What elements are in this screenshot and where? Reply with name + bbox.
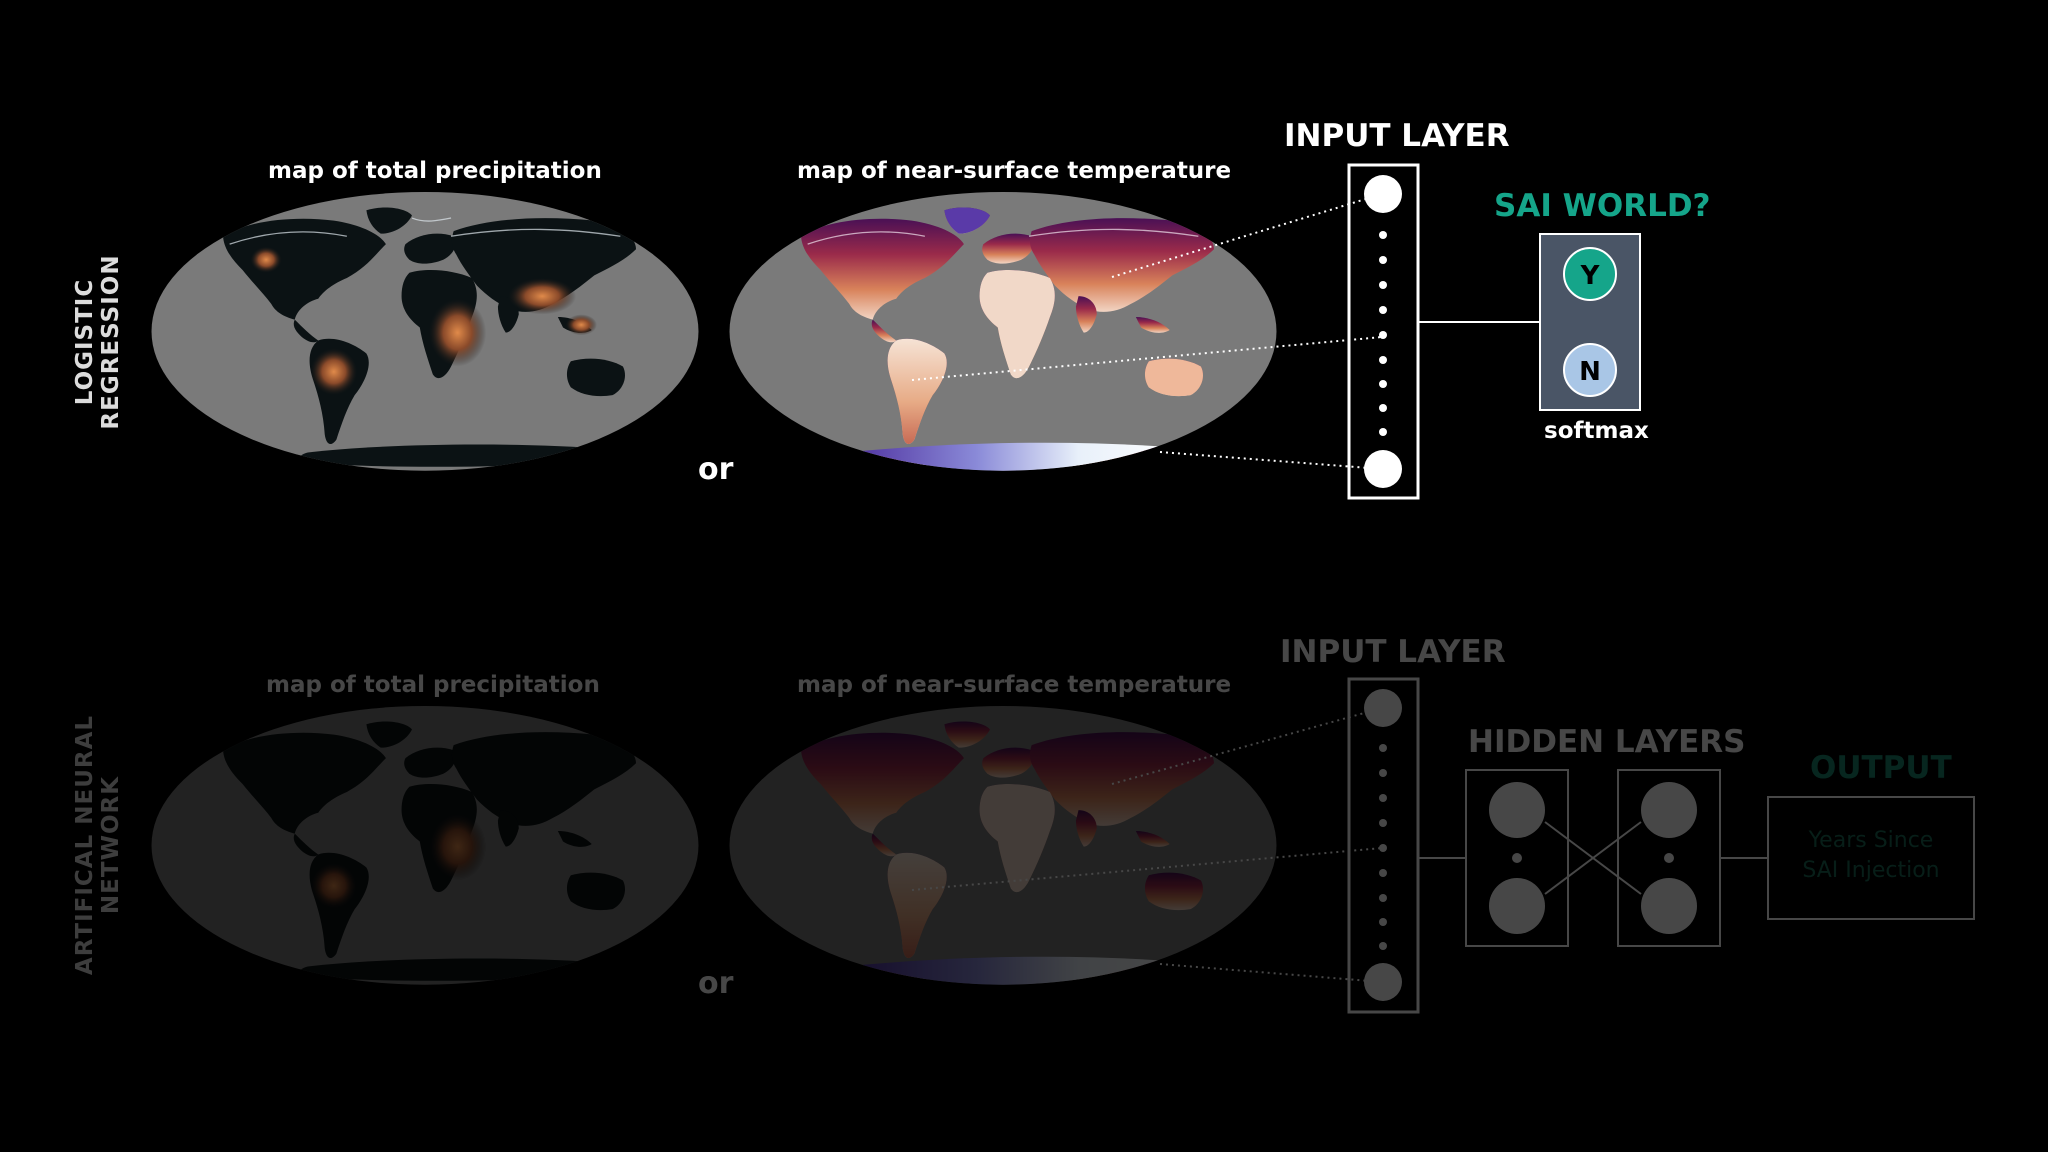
hidden-dot bbox=[1664, 853, 1674, 863]
precipitation-map-ann bbox=[151, 706, 699, 985]
input-dot bbox=[1379, 918, 1387, 926]
input-dot bbox=[1379, 256, 1387, 264]
input-layer-box bbox=[1347, 163, 1420, 500]
logistic-network-diagram: Y N bbox=[911, 163, 1641, 500]
hidden-connection bbox=[1544, 821, 1642, 895]
input-dot bbox=[1379, 428, 1387, 436]
node-n bbox=[1563, 343, 1617, 397]
sai-world-title: SAI WORLD? bbox=[1494, 188, 1711, 224]
map-title-temperature-ann: map of near-surface temperature bbox=[797, 672, 1232, 698]
input-dot bbox=[1379, 942, 1387, 950]
connector-line bbox=[911, 336, 1383, 381]
output-text: Years Since SAI Injection bbox=[1768, 826, 1974, 886]
hidden-layer-2-box bbox=[1617, 769, 1721, 947]
output-line-2: SAI Injection bbox=[1802, 858, 1940, 883]
input-dot bbox=[1379, 869, 1387, 877]
input-layer-title-ann: INPUT LAYER bbox=[1280, 634, 1506, 670]
hidden-node bbox=[1641, 782, 1697, 838]
temperature-map bbox=[729, 192, 1277, 471]
connector-line bbox=[1159, 451, 1383, 470]
ann-network-diagram bbox=[911, 677, 1975, 1014]
input-dot bbox=[1379, 404, 1387, 412]
or-label-ann: or bbox=[698, 966, 734, 1001]
hidden-connection bbox=[1544, 821, 1642, 895]
output-title: OUTPUT bbox=[1810, 750, 1952, 786]
input-dot bbox=[1379, 894, 1387, 902]
input-dot bbox=[1379, 744, 1387, 752]
input-layer-title: INPUT LAYER bbox=[1284, 118, 1510, 154]
input-dot bbox=[1379, 281, 1387, 289]
input-layer-box-ann bbox=[1347, 677, 1420, 1014]
map-title-precipitation-ann: map of total precipitation bbox=[266, 672, 600, 698]
input-dot bbox=[1379, 769, 1387, 777]
temperature-map-ann bbox=[729, 706, 1277, 985]
input-dot bbox=[1379, 819, 1387, 827]
input-node-top-ann bbox=[1364, 689, 1402, 727]
input-dot bbox=[1379, 231, 1387, 239]
input-node-bottom bbox=[1364, 450, 1402, 488]
input-dot bbox=[1379, 380, 1387, 388]
connector-line bbox=[1159, 963, 1383, 983]
input-dot bbox=[1379, 844, 1387, 852]
input-dot bbox=[1379, 306, 1387, 314]
connector-line bbox=[1111, 707, 1383, 785]
ann-panel: ARTIFICAL NEURAL NETWORK map of total pr… bbox=[0, 512, 2048, 1072]
or-label: or bbox=[698, 452, 734, 487]
input-dot bbox=[1379, 356, 1387, 364]
hidden-layer-1-box bbox=[1465, 769, 1569, 947]
input-dot bbox=[1379, 331, 1387, 339]
softmax-label: softmax bbox=[1544, 418, 1649, 444]
node-y bbox=[1563, 247, 1617, 301]
input-node-top bbox=[1364, 175, 1402, 213]
connector-line bbox=[1111, 193, 1383, 278]
input-node-bottom-ann bbox=[1364, 963, 1402, 1001]
hidden-node bbox=[1641, 878, 1697, 934]
node-n-label: N bbox=[1579, 357, 1601, 387]
input-dot bbox=[1379, 794, 1387, 802]
hidden-node bbox=[1489, 878, 1545, 934]
hidden-dot bbox=[1512, 853, 1522, 863]
map-title-precipitation: map of total precipitation bbox=[268, 158, 602, 184]
output-box bbox=[1767, 796, 1975, 920]
map-title-temperature: map of near-surface temperature bbox=[797, 158, 1232, 184]
hidden-layers-title: HIDDEN LAYERS bbox=[1468, 724, 1746, 760]
precipitation-map bbox=[151, 192, 699, 471]
hidden-node bbox=[1489, 782, 1545, 838]
node-y-label: Y bbox=[1580, 261, 1601, 291]
output-line-1: Years Since bbox=[1808, 828, 1934, 853]
connector-line bbox=[911, 847, 1383, 891]
logistic-regression-panel: LOGISTIC REGRESSION map of total precipi… bbox=[0, 0, 2048, 560]
